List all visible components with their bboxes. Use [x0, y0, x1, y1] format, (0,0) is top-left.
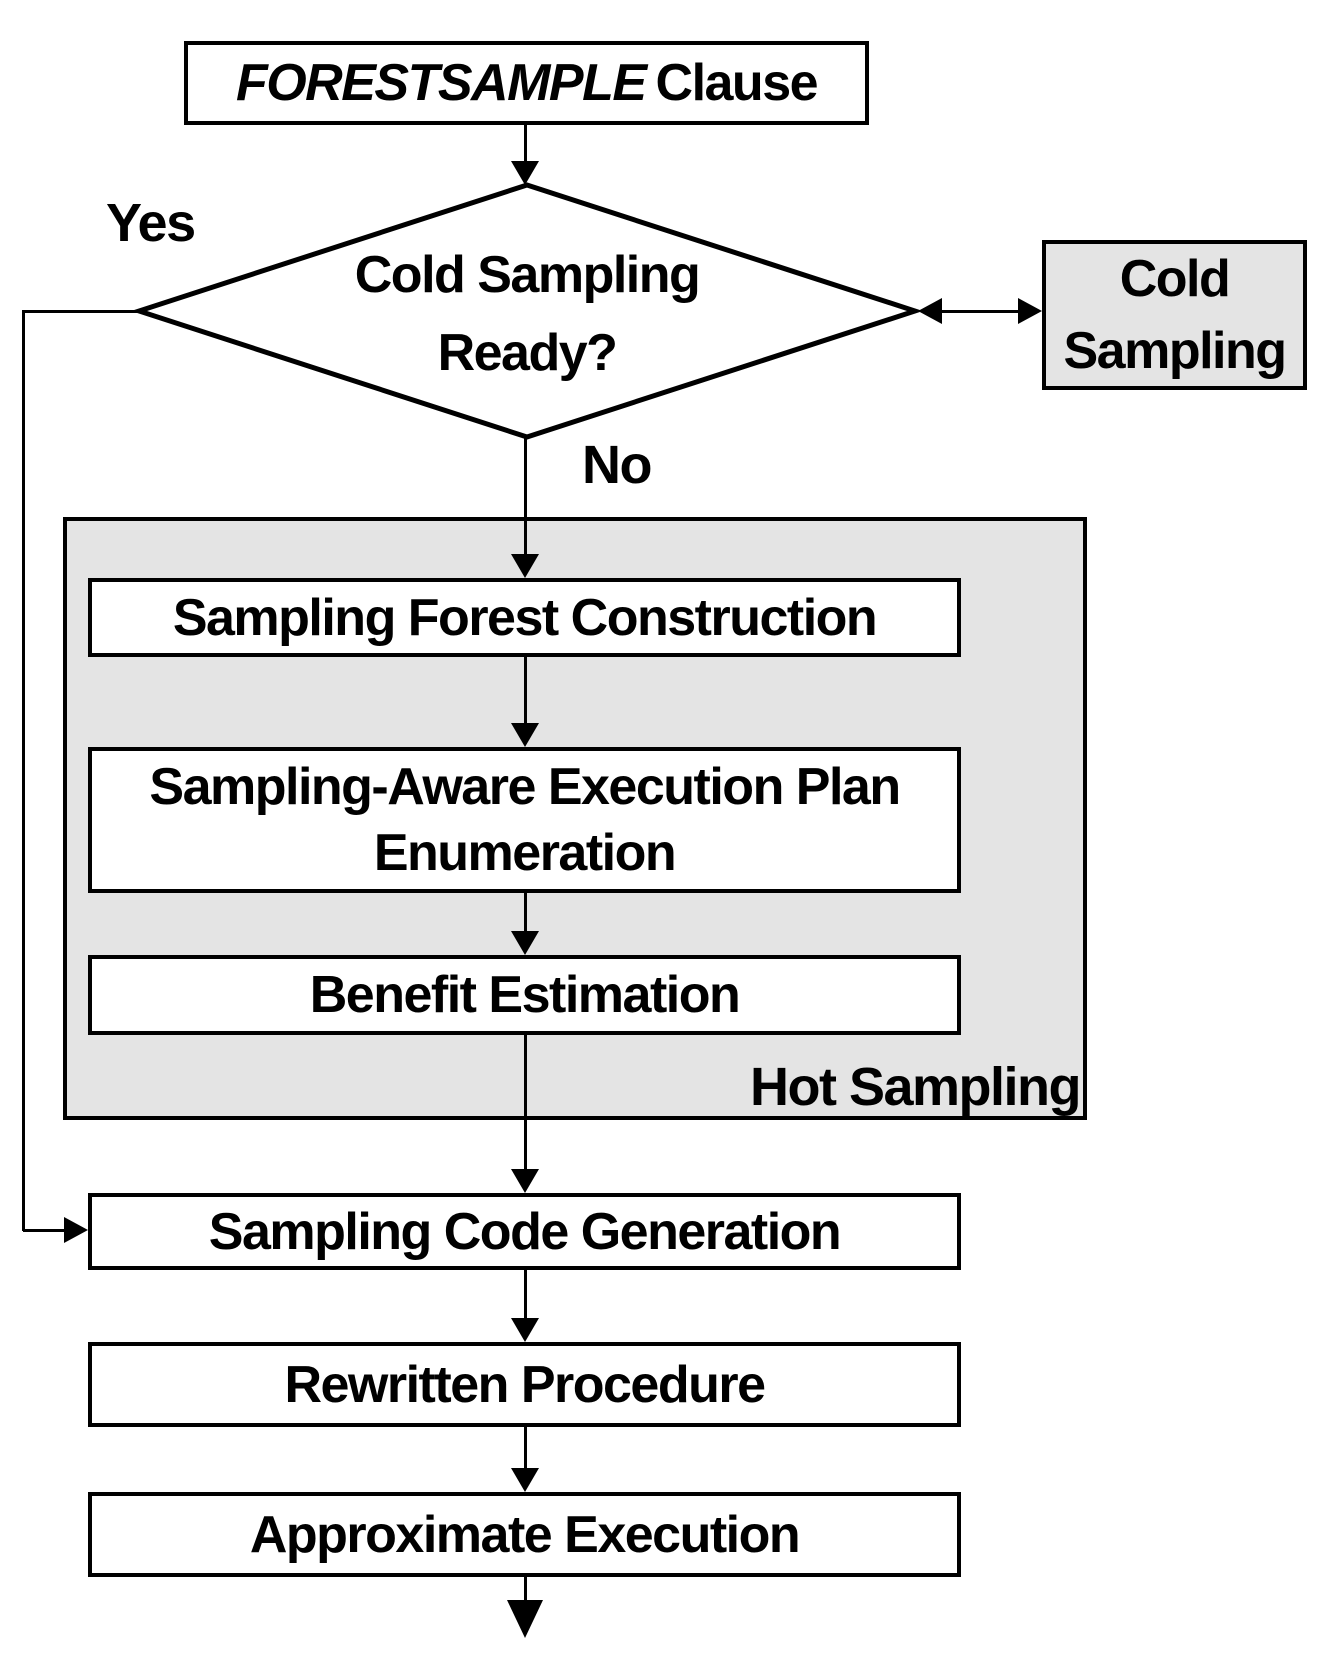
arrowhead-benefit-to-codegen [511, 1169, 539, 1193]
arrowhead-decision-to-forest [511, 554, 539, 578]
arrowhead-codegen-to-rewritten [511, 1318, 539, 1342]
step-sampling-code-generation: Sampling Code Generation [88, 1193, 961, 1270]
arrowhead-rewritten-to-approx [511, 1468, 539, 1492]
step-rewritten-procedure: Rewritten Procedure [88, 1342, 961, 1427]
connector-rewritten-to-approx [524, 1427, 527, 1472]
start-node-keyword: FORESTSAMPLE [235, 54, 647, 112]
decision-diamond-shape [133, 182, 921, 440]
step-approximate-execution: Approximate Execution [88, 1492, 961, 1577]
connector-forest-to-enumeration [524, 657, 527, 727]
yes-branch-label: Yes [106, 193, 196, 253]
arrowhead-enumeration-to-benefit [511, 931, 539, 955]
start-node-label: Clause [655, 54, 819, 112]
cold-sampling-node: Cold Sampling [1042, 240, 1307, 390]
arrowhead-forest-to-enumeration [511, 723, 539, 747]
arrowhead-decision-to-cold [1018, 298, 1042, 324]
arrowhead-start-to-decision [511, 161, 539, 185]
connector-decision-to-cold [936, 310, 1022, 313]
arrowhead-cold-to-decision [918, 298, 942, 324]
decision-label-line2: Ready? [437, 324, 618, 382]
connector-codegen-to-rewritten [524, 1270, 527, 1322]
start-node: FORESTSAMPLE Clause [184, 41, 869, 125]
cold-sampling-line1: Cold [1119, 250, 1231, 308]
arrowhead-approx-to-output [507, 1600, 543, 1638]
decision-label-line1: Cold Sampling [354, 246, 701, 304]
connector-approx-to-output [524, 1577, 527, 1603]
cold-sampling-line2: Sampling [1063, 322, 1287, 380]
connector-benefit-to-codegen [524, 1035, 527, 1173]
hot-sampling-label: Hot Sampling [750, 1057, 1082, 1117]
connector-start-to-decision [524, 125, 527, 165]
step-benefit-estimation: Benefit Estimation [88, 955, 961, 1035]
connector-yes-horizontal-bottom [23, 1229, 66, 1232]
no-branch-label: No [582, 435, 652, 495]
step-sampling-forest-construction: Sampling Forest Construction [88, 578, 961, 657]
connector-yes-vertical [22, 310, 25, 1231]
step-plan-enumeration: Sampling-Aware Execution Plan Enumeratio… [88, 747, 961, 893]
arrowhead-yes-to-codegen [64, 1217, 88, 1243]
decision-label: Cold Sampling Ready? [277, 236, 777, 392]
decision-diamond [133, 182, 921, 440]
connector-enumeration-to-benefit [524, 893, 527, 935]
connector-decision-to-forest [524, 437, 527, 557]
connector-yes-horizontal-top [23, 310, 141, 313]
